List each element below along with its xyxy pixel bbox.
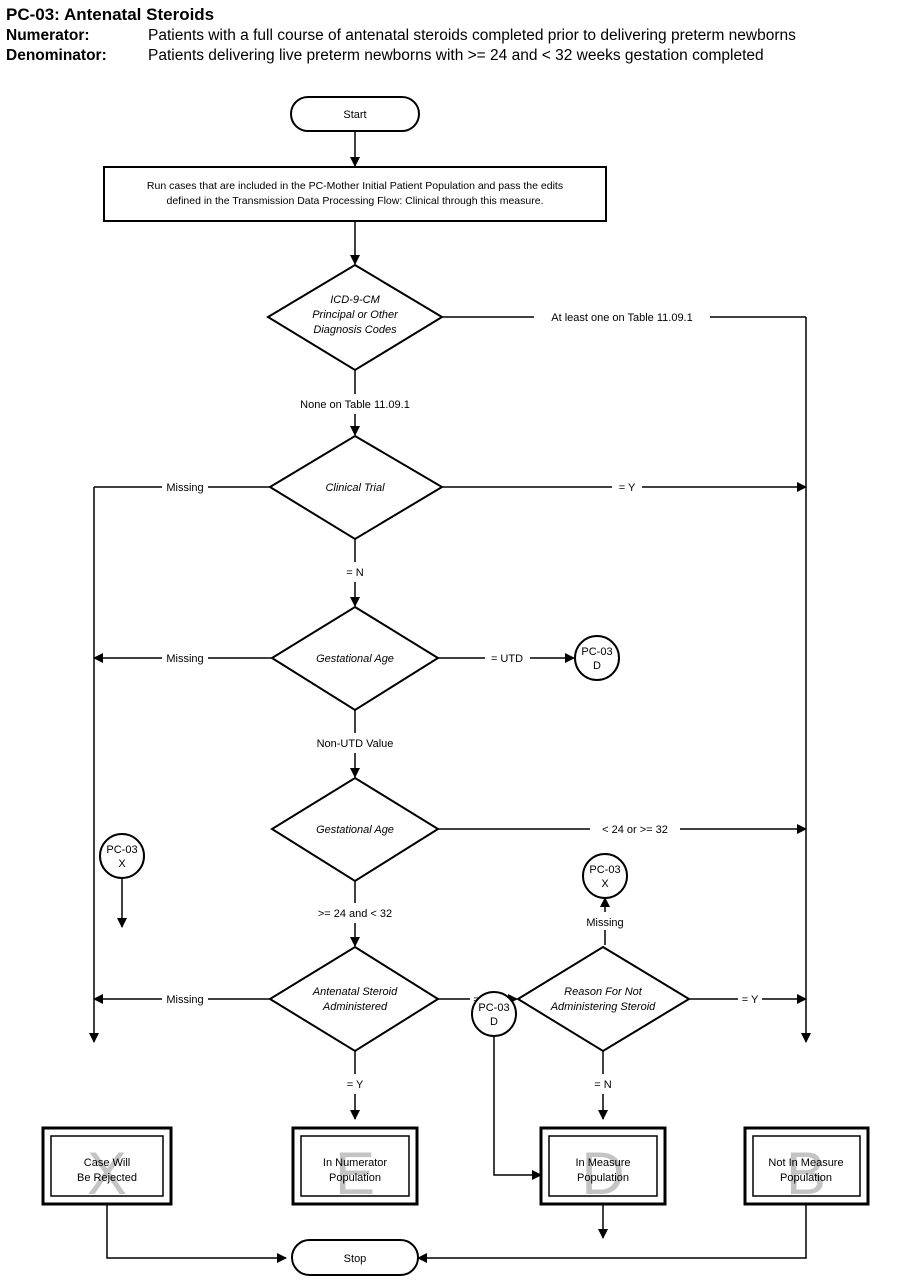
decision-clinical-trial: Clinical Trial [268, 434, 444, 541]
flow-edges [89, 131, 811, 1263]
label-ct-n: = N [346, 567, 363, 579]
label-ga1-utd: = UTD [491, 653, 523, 665]
gest-age-2-label: Gestational Age [316, 824, 394, 836]
label-rs-y: = Y [742, 994, 759, 1006]
label-rs-missing: Missing [586, 917, 623, 929]
connector-x-right-line1: PC-03 [589, 864, 620, 876]
denominator-label: Denominator: [6, 47, 107, 64]
edge-b-to-stop [417, 1204, 807, 1263]
edge-labels: At least one on Table 11.09.1 None on Ta… [166, 312, 759, 1091]
outcome-d-measure: D In Measure Population [539, 1126, 667, 1207]
outcome-b-letter: B [786, 1140, 826, 1207]
clinical-trial-label: Clinical Trial [325, 482, 385, 494]
outcome-b-line1: Not In Measure [768, 1157, 843, 1169]
decision-reason-not-administering: Reason For Not Administering Steroid [516, 945, 691, 1053]
connector-x-left-line1: PC-03 [106, 844, 137, 856]
label-ga2-ok: >= 24 and < 32 [318, 908, 392, 920]
connector-x-right-line2: X [601, 878, 609, 890]
run-cases-line2: defined in the Transmission Data Process… [166, 195, 543, 207]
start-terminal: Start [290, 96, 420, 132]
reason-line1: Reason For Not [564, 986, 643, 998]
decision-icd: ICD-9-CM Principal or Other Diagnosis Co… [266, 263, 444, 372]
steroid-line2: Administered [322, 1001, 388, 1013]
numerator-label: Numerator: [6, 27, 90, 44]
label-st-y: = Y [347, 1079, 364, 1091]
run-cases-process: Run cases that are included in the PC-Mo… [103, 166, 607, 222]
label-ct-y: = Y [619, 482, 636, 494]
connector-d-bottom-line2: D [490, 1016, 498, 1028]
reason-line2: Administering Steroid [550, 1001, 656, 1013]
outcome-e-line1: In Numerator [323, 1157, 388, 1169]
outcome-b-not-in-measure: B Not In Measure Population [743, 1126, 870, 1207]
edge-conn-d-to-measure [493, 1036, 542, 1180]
page-title: PC-03: Antenatal Steroids [6, 5, 215, 24]
run-cases-line1: Run cases that are included in the PC-Mo… [147, 180, 563, 192]
connector-pc03-x-left: PC-03 X [99, 833, 145, 879]
outcome-e-line2: Population [329, 1172, 381, 1184]
label-ct-missing: Missing [166, 482, 203, 494]
decision-gestational-age-1: Gestational Age [270, 605, 440, 712]
outcome-x-rejected: X Case Will Be Rejected [41, 1126, 173, 1207]
connector-pc03-x-right: PC-03 X [582, 853, 628, 899]
outcome-e-letter: E [335, 1140, 375, 1207]
outcome-d-line2: Population [577, 1172, 629, 1184]
edge-x-to-stop [106, 1204, 287, 1263]
outcome-x-line2: Be Rejected [77, 1172, 137, 1184]
outcome-e-numerator: E In Numerator Population [291, 1126, 419, 1207]
outcome-d-line1: In Measure [575, 1157, 630, 1169]
connector-d-bottom-line1: PC-03 [478, 1002, 509, 1014]
icd-line3: Diagnosis Codes [313, 324, 397, 336]
numerator-text: Patients with a full course of antenatal… [148, 27, 796, 44]
label-rs-n: = N [594, 1079, 611, 1091]
steroid-line1: Antenatal Steroid [312, 986, 398, 998]
label-ga1-value: Non-UTD Value [317, 738, 394, 750]
stop-label: Stop [344, 1253, 367, 1265]
connector-pc03-d-top: PC-03 D [574, 635, 620, 681]
outcome-d-letter: D [581, 1140, 624, 1207]
icd-line1: ICD-9-CM [330, 294, 380, 306]
gest-age-1-label: Gestational Age [316, 653, 394, 665]
decision-antenatal-steroid: Antenatal Steroid Administered [268, 945, 440, 1053]
denominator-row: Denominator: Patients delivering live pr… [6, 46, 896, 66]
connector-d-top-line2: D [593, 660, 601, 672]
outcome-x-line1: Case Will [84, 1157, 130, 1169]
label-ga2-range: < 24 or >= 32 [602, 824, 668, 836]
connector-x-left-line2: X [118, 858, 126, 870]
label-st-missing: Missing [166, 994, 203, 1006]
numerator-row: Numerator: Patients with a full course o… [6, 26, 896, 46]
connector-d-top-line1: PC-03 [581, 646, 612, 658]
label-icd-table: At least one on Table 11.09.1 [551, 312, 692, 324]
page-header: PC-03: Antenatal Steroids Numerator: Pat… [6, 0, 896, 66]
label-icd-none: None on Table 11.09.1 [300, 399, 410, 411]
outcome-b-line2: Population [780, 1172, 832, 1184]
label-ga1-missing: Missing [166, 653, 203, 665]
decision-gestational-age-2: Gestational Age [270, 776, 440, 883]
start-label: Start [343, 109, 366, 121]
icd-line2: Principal or Other [312, 309, 399, 321]
denominator-text: Patients delivering live preterm newborn… [148, 47, 764, 64]
connector-pc03-d-bottom: PC-03 D [471, 991, 517, 1037]
outcome-x-letter: X [87, 1140, 127, 1207]
stop-terminal: Stop [291, 1239, 419, 1276]
